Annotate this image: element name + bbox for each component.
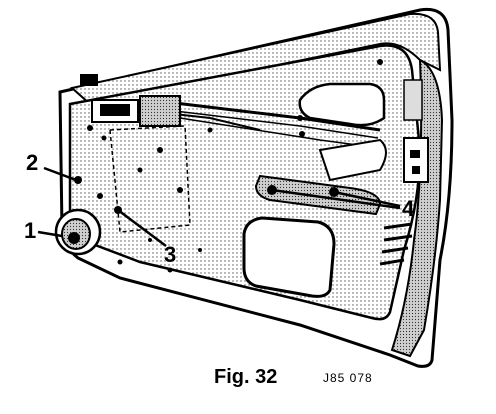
leader-1 (37, 230, 63, 238)
leader-4b (333, 190, 401, 208)
latch-plate (403, 137, 429, 183)
regulator-plate (109, 125, 191, 233)
corner-clip (80, 74, 98, 86)
hinge-upper (403, 79, 423, 121)
window-frame (69, 12, 442, 106)
leader-3 (117, 209, 167, 247)
lock-mechanism (139, 95, 181, 127)
callout-3: 3 (164, 242, 177, 267)
latch-slot (410, 150, 420, 158)
callout-2: 2 (26, 150, 39, 175)
armrest-bracket (254, 174, 382, 216)
leader-2 (43, 166, 77, 182)
figure-reference-code: J85 078 (323, 371, 373, 385)
callout-1: 1 (24, 218, 37, 243)
figure-caption: Fig. 32 (214, 366, 278, 388)
pocket-opening (242, 216, 336, 298)
callout-4: 4 (402, 196, 415, 221)
leader-4a (271, 188, 401, 210)
vent-slats (379, 222, 413, 266)
handle-pocket (298, 82, 386, 127)
